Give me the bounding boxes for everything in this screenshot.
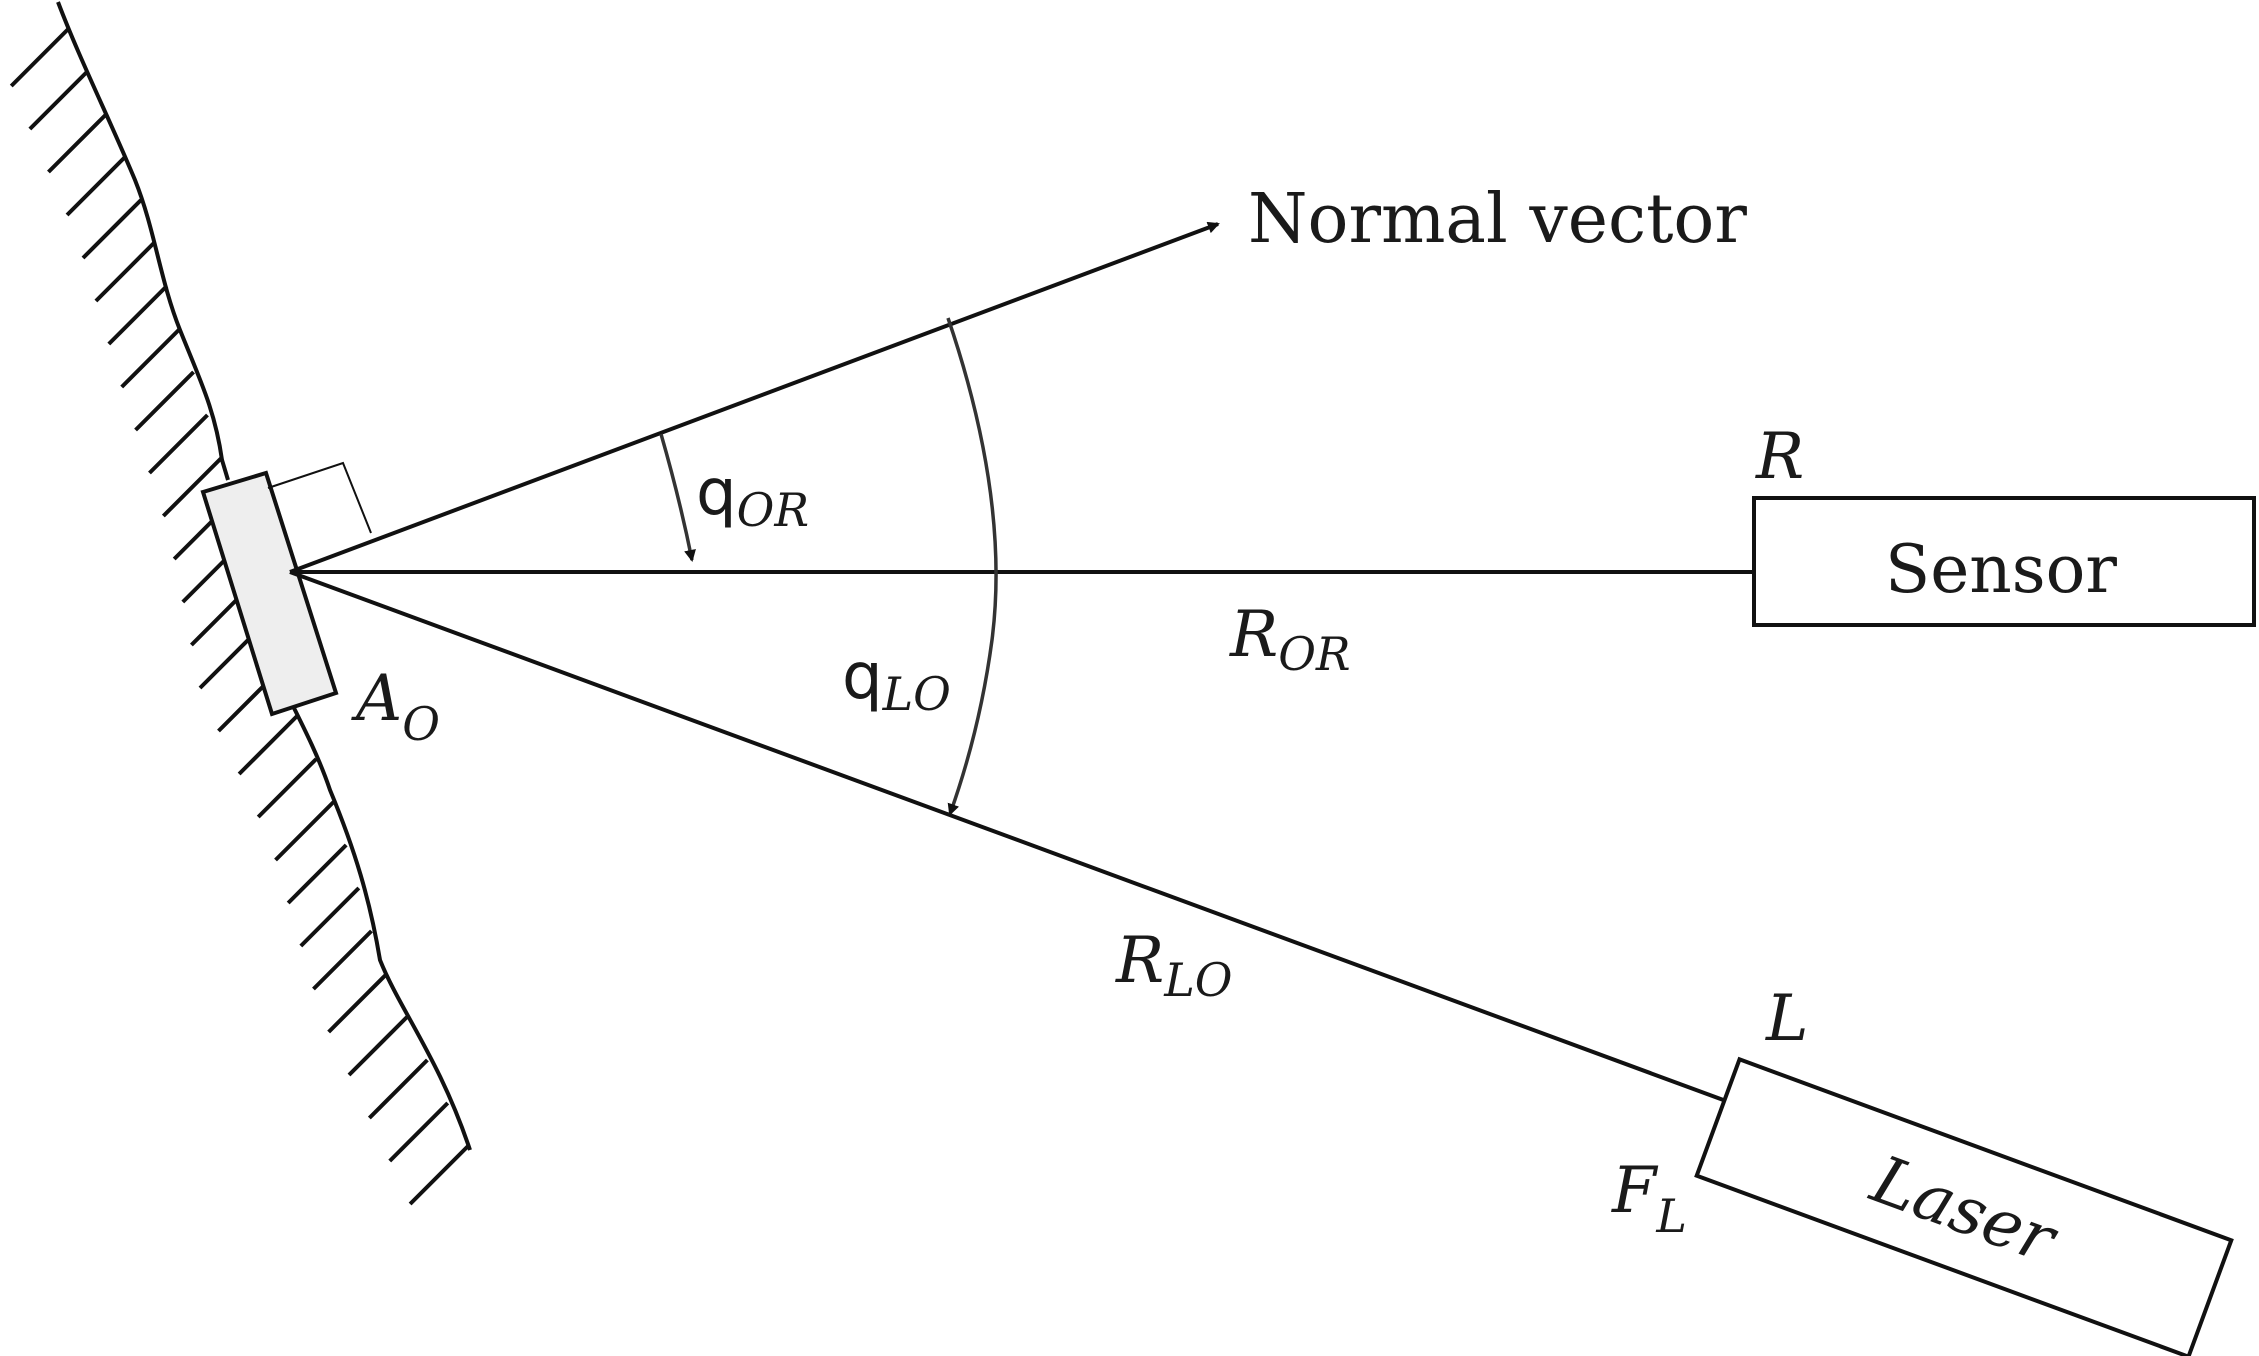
hatch-line: [94, 241, 156, 303]
hatch-line: [408, 1144, 470, 1206]
wall-hatching: [9, 26, 470, 1206]
hatch-line: [327, 972, 389, 1034]
hatch-line: [367, 1058, 429, 1120]
sample-plate-body: [200, 470, 339, 717]
hatch-line: [9, 26, 71, 88]
normal-vector-label: Normal vector: [1248, 180, 1747, 259]
r-or-subscript: OR: [1278, 627, 1350, 681]
wall-surface: [9, 1, 472, 1206]
laser-box: Laser: [1694, 1056, 2234, 1356]
hatch-line: [120, 327, 182, 389]
a-o-subscript: O: [402, 697, 440, 751]
hatch-line: [388, 1101, 450, 1163]
theta-lo-arc: [946, 317, 998, 816]
sensor-label: Sensor: [1885, 531, 2117, 608]
sensor-rect: [1752, 496, 2256, 627]
hatch-line: [286, 843, 348, 905]
r-lo-main: R: [1115, 924, 1164, 998]
theta-or-symbol: q: [696, 456, 737, 530]
a-o-label: AO: [351, 662, 440, 751]
theta-lo-subscript: LO: [882, 667, 951, 721]
r-lo-label: RLO: [1115, 924, 1232, 1007]
f-l-main: F: [1611, 1154, 1659, 1228]
hatch-line: [299, 886, 361, 948]
r-lo-subscript: LO: [1163, 953, 1232, 1007]
laser-rect: [1694, 1056, 2234, 1356]
hatch-line: [107, 284, 169, 346]
theta-lo-label: qLO: [842, 640, 951, 721]
f-l-label: FL: [1611, 1154, 1687, 1243]
theta-or-subscript: OR: [737, 483, 809, 537]
r-or-label: ROR: [1229, 598, 1351, 681]
wall-contour: [56, 1, 472, 1151]
hatch-line: [65, 155, 127, 217]
sample-plate: [200, 470, 339, 717]
theta-lo-symbol: q: [842, 640, 883, 714]
sensor-box: Sensor: [1752, 496, 2256, 627]
hatch-line: [161, 456, 223, 518]
theta-or-label: qOR: [696, 456, 809, 537]
hatch-line: [256, 757, 318, 819]
normal-vector-line: [289, 221, 1220, 574]
hatch-line: [347, 1015, 409, 1077]
hatch-line: [28, 69, 90, 131]
f-l-subscript: L: [1655, 1189, 1687, 1243]
hatch-line: [274, 800, 335, 862]
right-angle-marker: [267, 461, 372, 534]
hatch-line: [312, 929, 373, 991]
theta-or-arc: [659, 433, 696, 562]
hatch-line: [134, 370, 195, 432]
r-or-main: R: [1229, 598, 1278, 672]
hatch-line: [148, 413, 209, 475]
point-r-label: R: [1755, 420, 1804, 494]
hatch-line: [81, 198, 143, 260]
point-l-label: L: [1765, 982, 1809, 1056]
a-o-main: A: [351, 662, 402, 736]
laser-line: [289, 570, 1757, 1114]
hatch-line: [47, 112, 108, 174]
hatch-line: [237, 714, 299, 776]
